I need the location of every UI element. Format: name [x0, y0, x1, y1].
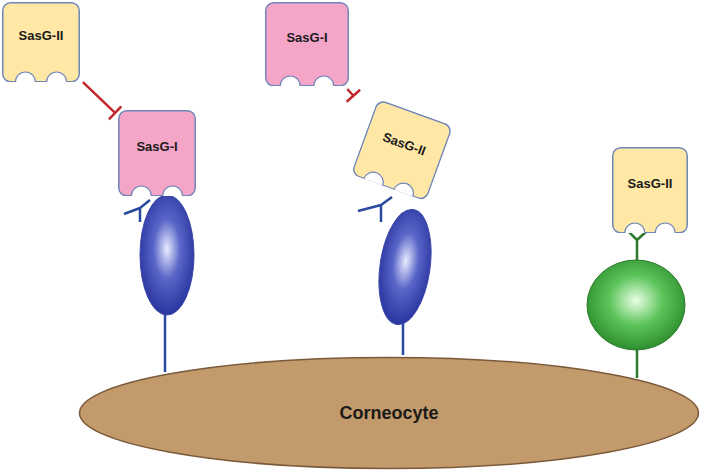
protein-box: SasG-II	[612, 147, 688, 233]
protein-box: SasG-I	[118, 110, 196, 196]
protein-box: SasG-II	[2, 2, 80, 82]
node-label: SasG-II	[628, 176, 673, 191]
protein-box: SasG-I	[265, 2, 349, 86]
receptor-middle	[358, 197, 438, 355]
node-label: SasG-I	[136, 139, 177, 154]
inhibition-connector	[347, 89, 360, 102]
node-label: SasG-II	[19, 28, 64, 43]
node-label: SasG-I	[286, 30, 327, 45]
receptor-right	[587, 230, 685, 378]
inhibition-connector	[83, 82, 121, 119]
cell-ellipse: Corneocyte	[78, 356, 700, 470]
protein-box: SasG-II	[351, 99, 454, 202]
node-label: Corneocyte	[339, 403, 438, 424]
receptor-left	[124, 195, 194, 372]
